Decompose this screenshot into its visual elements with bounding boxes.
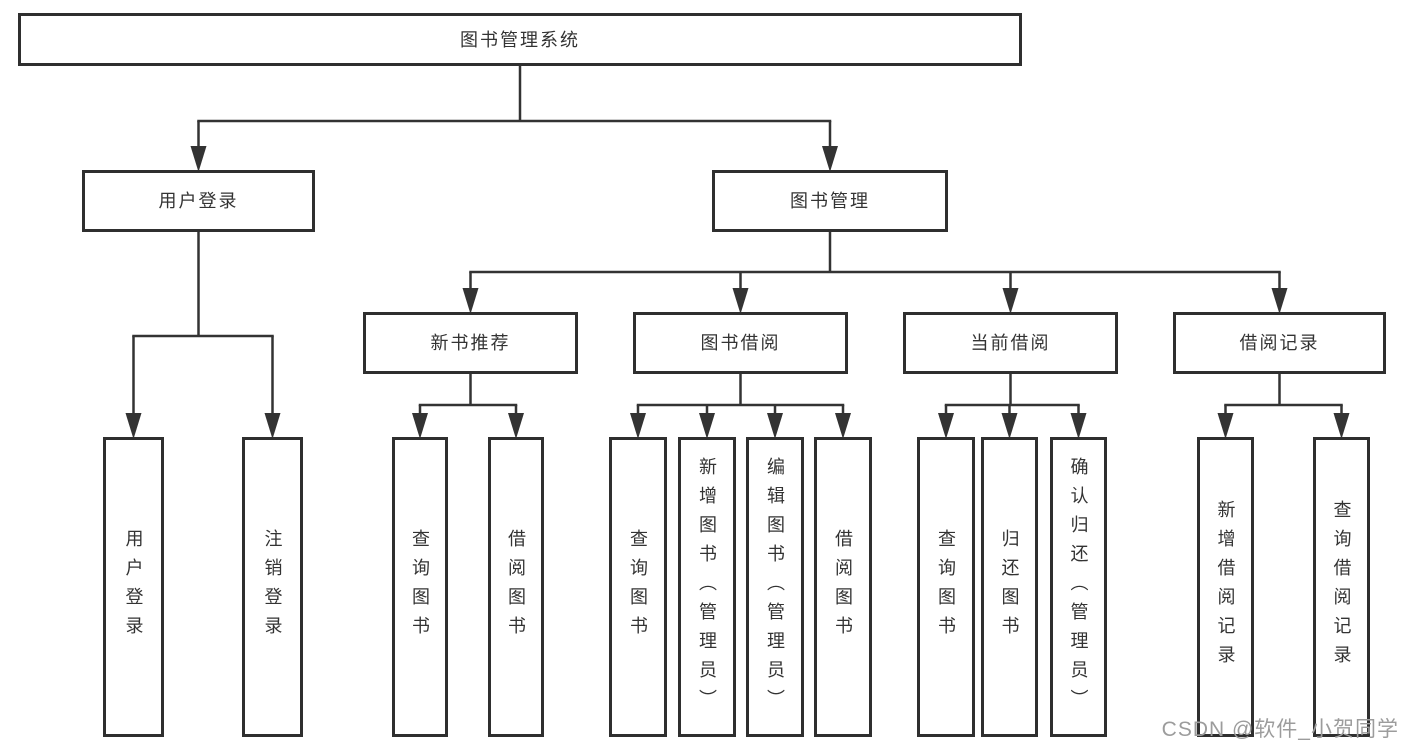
diagram-node-current-3: 确认归还（管理员）: [1050, 437, 1107, 737]
diagram-node-label: 查询图书: [628, 529, 648, 645]
diagram-node-current: 当前借阅: [903, 312, 1118, 374]
diagram-node-login: 用户登录: [82, 170, 315, 232]
diagram-node-label: 查询图书: [936, 529, 956, 645]
diagram-node-borrow-4: 借阅图书: [814, 437, 872, 737]
diagram-node-label: 确认归还（管理员）: [1068, 456, 1089, 718]
diagram-node-rec: 新书推荐: [363, 312, 578, 374]
diagram-node-borrow-2: 新增图书（管理员）: [678, 437, 736, 737]
diagram-node-label: 新书推荐: [430, 333, 511, 353]
diagram-node-label: 新增图书（管理员）: [697, 456, 717, 718]
diagram-node-label: 图书管理: [790, 191, 870, 211]
diagram-node-mgmt: 图书管理: [712, 170, 948, 232]
diagram-node-label: 借阅图书: [833, 529, 853, 645]
diagram-node-label: 查询借阅记录: [1331, 500, 1352, 674]
diagram-node-label: 归还图书: [999, 529, 1020, 645]
diagram-node-login-1: 用户登录: [103, 437, 164, 737]
diagram-node-label: 图书管理系统: [460, 29, 580, 50]
diagram-node-login-2: 注销登录: [242, 437, 303, 737]
diagram-node-label: 当前借阅: [970, 333, 1051, 353]
diagram-node-label: 编辑图书（管理员）: [765, 456, 785, 718]
diagram-node-label: 新增借阅记录: [1215, 500, 1236, 674]
diagram-node-borrow-1: 查询图书: [609, 437, 667, 737]
diagram-node-root: 图书管理系统: [18, 13, 1022, 66]
diagram-node-rec-1: 查询图书: [392, 437, 448, 737]
diagram-node-label: 借阅图书: [506, 529, 526, 645]
diagram-node-records: 借阅记录: [1173, 312, 1386, 374]
diagram-node-label: 查询图书: [410, 529, 430, 645]
diagram-node-borrow-3: 编辑图书（管理员）: [746, 437, 804, 737]
diagram-node-label: 用户登录: [158, 191, 239, 211]
diagram-node-label: 借阅记录: [1239, 333, 1320, 353]
diagram-node-current-2: 归还图书: [981, 437, 1038, 737]
watermark-text: CSDN @软件_小贺同学: [1161, 718, 1399, 741]
diagram-node-rec-2: 借阅图书: [488, 437, 544, 737]
diagram-node-label: 用户登录: [123, 529, 144, 645]
diagram-node-borrow: 图书借阅: [633, 312, 848, 374]
diagram-node-label: 图书借阅: [700, 333, 781, 353]
diagram-node-label: 注销登录: [262, 529, 283, 645]
diagram-node-current-1: 查询图书: [917, 437, 975, 737]
diagram-node-records-2: 查询借阅记录: [1313, 437, 1370, 737]
diagram-node-records-1: 新增借阅记录: [1197, 437, 1254, 737]
